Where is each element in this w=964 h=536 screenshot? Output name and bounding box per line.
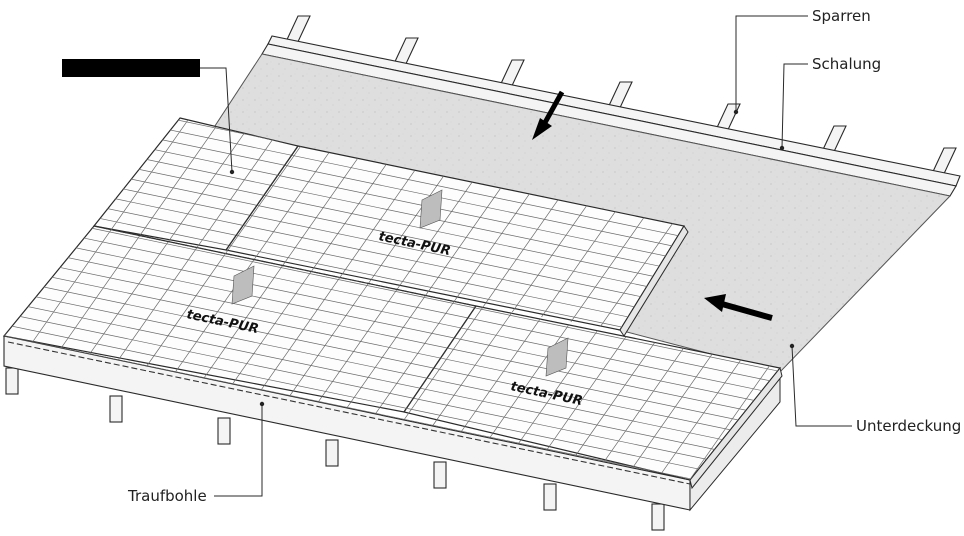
grid-line <box>461 170 644 432</box>
grid-line <box>318 141 501 402</box>
grid-line <box>32 118 215 343</box>
panel-joints <box>7 145 691 485</box>
leader-dots <box>229 109 795 407</box>
insulation-panels <box>2 117 783 490</box>
leader-traufbohle <box>214 404 263 497</box>
grid-line <box>60 118 244 349</box>
grid-line <box>146 118 330 366</box>
grid-line <box>175 118 358 372</box>
grid-line <box>489 176 673 438</box>
label-traufbohle: Traufbohle <box>127 487 207 505</box>
grid-line <box>862 255 964 515</box>
grid-line <box>261 129 444 390</box>
label-sparren: Sparren <box>812 7 871 25</box>
arrow-down-icon <box>532 90 565 140</box>
grid-line <box>891 260 964 520</box>
grid-line <box>89 118 273 355</box>
leader-unterdeckung <box>791 345 852 427</box>
grid-line <box>404 159 587 420</box>
redacted-label-box <box>62 59 200 77</box>
grid-line <box>203 118 387 378</box>
grid-line <box>289 135 473 396</box>
grid-line <box>118 118 301 361</box>
arrow-left-icon <box>704 294 773 321</box>
grid-line <box>232 123 416 384</box>
leader-schalung <box>781 63 808 149</box>
rafters-bottom <box>5 367 665 531</box>
label-unterdeckung: Unterdeckung <box>856 417 961 435</box>
grid-line <box>690 218 780 480</box>
leader-redacted <box>200 67 233 173</box>
grid-line <box>432 165 616 426</box>
leader-sparren <box>735 15 808 112</box>
label-schalung: Schalung <box>812 55 881 73</box>
grid-line <box>919 266 964 526</box>
leader-lines <box>200 15 852 497</box>
grid-line <box>346 147 530 408</box>
grid-line <box>375 153 559 414</box>
grid-line <box>518 182 702 444</box>
